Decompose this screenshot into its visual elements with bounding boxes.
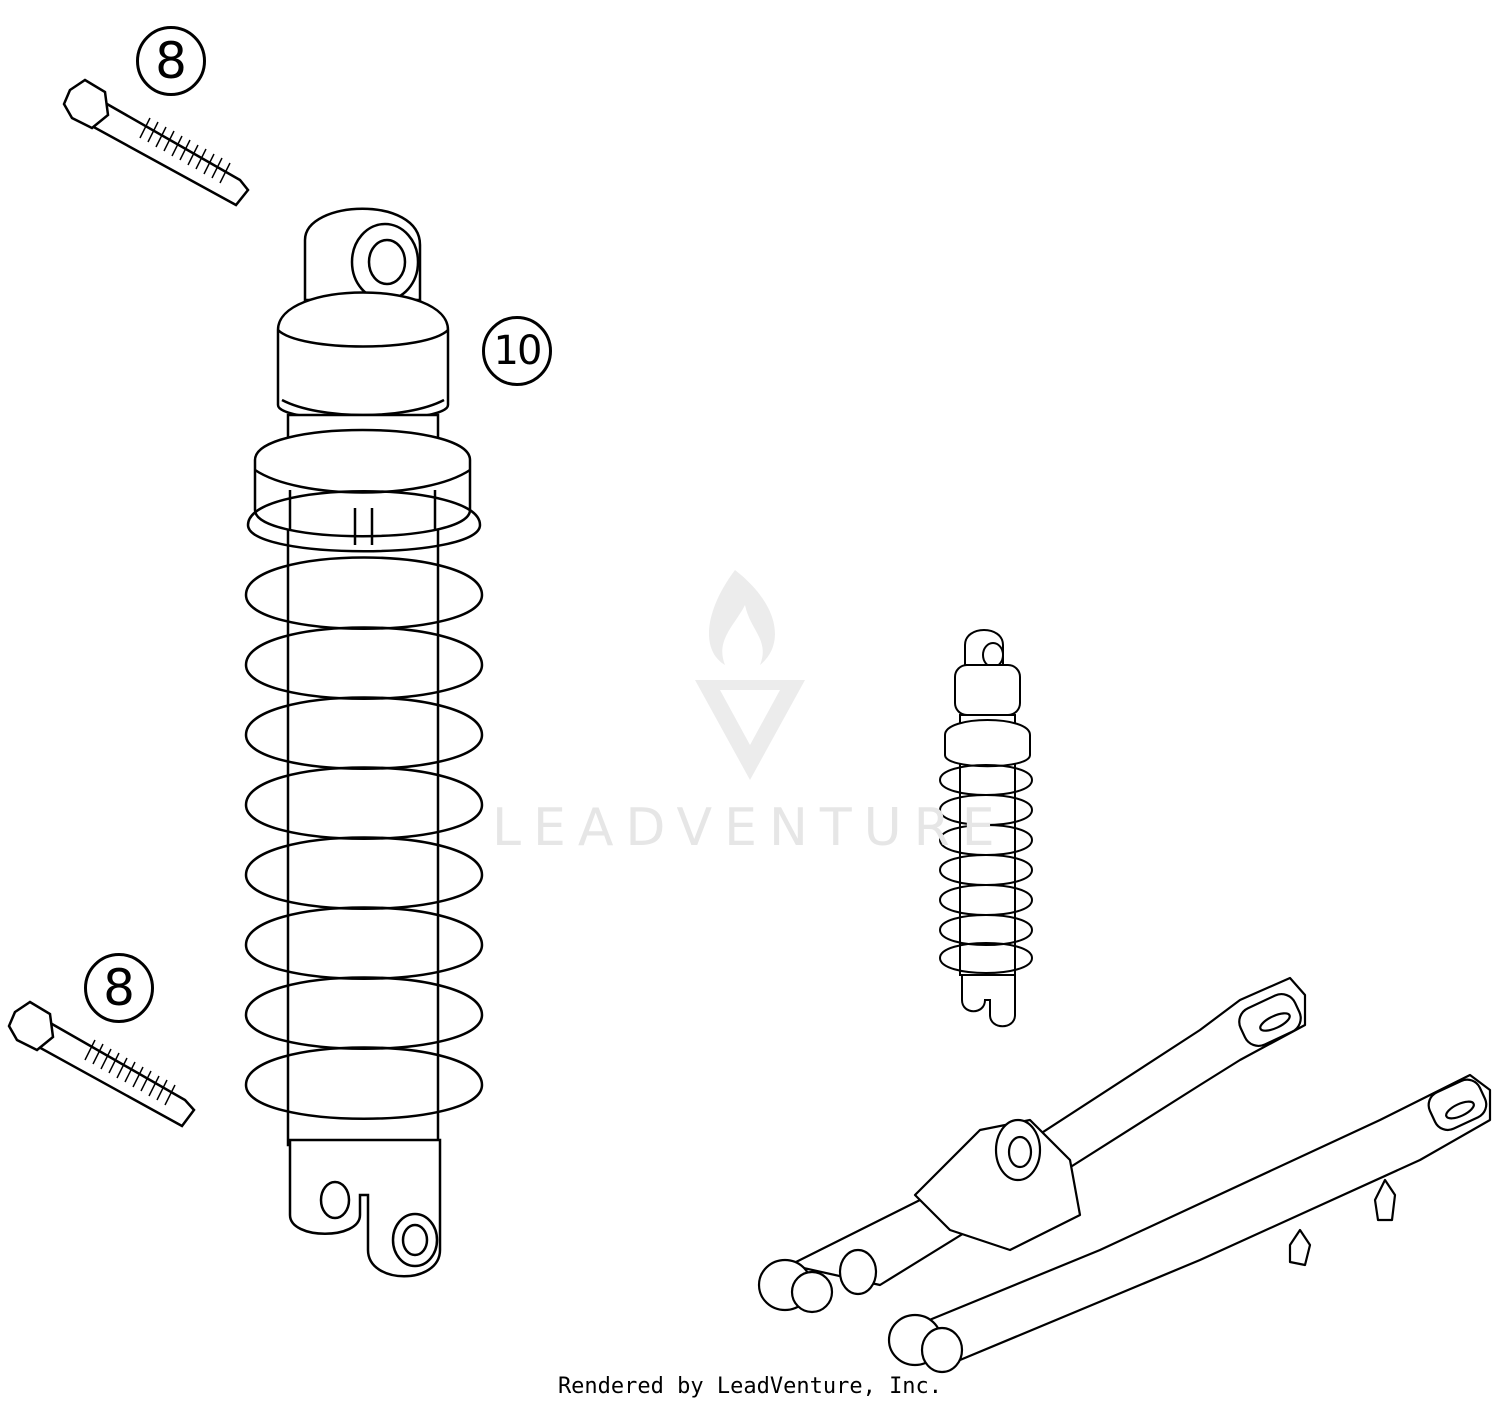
- bolt-bottom: [7, 1000, 196, 1128]
- swingarm: [757, 976, 1492, 1374]
- watermark-text: LEADVENTURE: [492, 798, 1007, 858]
- shock-absorber: [253, 207, 472, 1147]
- shock-clevis: [288, 1138, 442, 1278]
- footer-credit: Rendered by LeadVenture, Inc.: [557, 1374, 943, 1399]
- callout-bolt-top: 8: [136, 26, 206, 96]
- small-shock: [939, 629, 1034, 1028]
- shock-spring: [244, 490, 484, 1120]
- callout-shock: 10: [482, 316, 552, 386]
- bolt-top: [62, 78, 250, 207]
- watermark-logo-icon: [695, 570, 805, 780]
- callout-bolt-bottom: 8: [84, 953, 154, 1023]
